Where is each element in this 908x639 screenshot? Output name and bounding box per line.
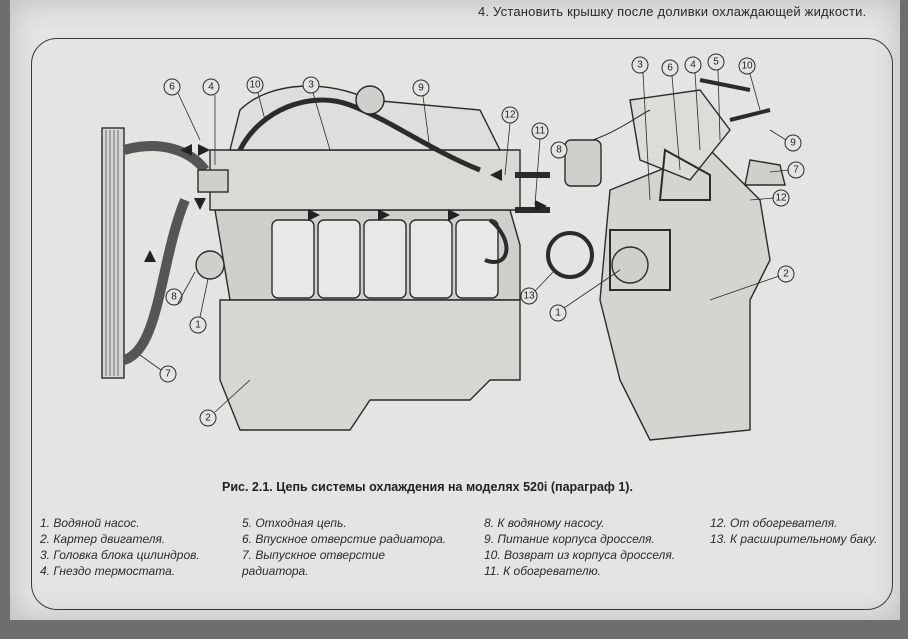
- legend-item: радиатора.: [242, 564, 309, 578]
- callout-12-right: 12: [775, 193, 787, 204]
- callout-4-right: 4: [690, 60, 696, 71]
- callout-8-left: 8: [171, 292, 177, 303]
- callout-1: 1: [195, 320, 201, 331]
- callout-13: 13: [523, 291, 535, 302]
- legend-column-4: 12. От обогревателя. 13. К расширительно…: [710, 515, 877, 547]
- callout-3: 3: [308, 80, 314, 91]
- legend-item: 7. Выпускное отверстие: [242, 548, 386, 562]
- callout-7: 7: [165, 369, 171, 380]
- callout-9: 9: [418, 83, 424, 94]
- callout-7-right: 7: [793, 165, 799, 176]
- legend-column-2: 5. Отходная цепь. 6. Впускное отверстие …: [242, 515, 446, 579]
- legend-item: 13. К расширительному баку.: [710, 532, 878, 546]
- legend-item: 2. Картер двигателя.: [40, 532, 166, 546]
- cooling-system-diagram: 6 4 10 3 9 12 11 8 8 1 7 2 3 6 4 5 10 9 …: [101, 53, 805, 441]
- expansion-tank: [564, 139, 602, 187]
- radiator: [101, 127, 125, 379]
- crankcase: [219, 299, 521, 431]
- thermostat-housing: [197, 169, 229, 193]
- legend-item: 9. Питание корпуса дросселя.: [484, 532, 655, 546]
- callout-9-right: 9: [790, 138, 796, 149]
- radiator-inlet-hose: [122, 141, 209, 174]
- legend-item: 6. Впускное отверстие радиатора.: [242, 532, 447, 546]
- callout-5: 5: [713, 57, 719, 68]
- legend-item: 12. От обогревателя.: [710, 516, 838, 530]
- callout-10-right: 10: [741, 61, 753, 72]
- callout-8: 8: [556, 145, 562, 156]
- legend-item: 11. К обогревателю.: [484, 564, 601, 578]
- callout-3-right: 3: [637, 60, 643, 71]
- legend-item: 10. Возврат из корпуса дросселя.: [484, 548, 676, 562]
- figure-frame: [31, 38, 893, 610]
- figure-caption: Рис. 2.1. Цепь системы охлаждения на мод…: [222, 480, 633, 494]
- callout-11: 11: [535, 126, 546, 137]
- cylinder-head: [209, 149, 521, 211]
- callout-4: 4: [208, 82, 214, 93]
- radiator-outlet-hose: [121, 198, 190, 365]
- throttle-body: [355, 85, 385, 115]
- legend-item: 3. Головка блока цилиндров.: [40, 548, 200, 562]
- callout-2: 2: [205, 413, 211, 424]
- callout-10: 10: [249, 80, 261, 91]
- water-pump: [195, 250, 225, 280]
- top-note: 4. Установить крышку после доливки охлаж…: [478, 4, 867, 19]
- callout-6-right: 6: [667, 63, 673, 74]
- manual-page: 4. Установить крышку после доливки охлаж…: [10, 0, 900, 620]
- legend-item: 4. Гнездо термостата.: [40, 564, 176, 578]
- legend-item: 1. Водяной насос.: [40, 516, 140, 530]
- legend-column-3: 8. К водяному насосу. 9. Питание корпуса…: [484, 515, 675, 579]
- callout-2-right: 2: [783, 269, 789, 280]
- legend-item: 8. К водяному насосу.: [484, 516, 605, 530]
- legend-column-1: 1. Водяной насос. 2. Картер двигателя. 3…: [40, 515, 200, 579]
- callout-1-right: 1: [555, 308, 561, 319]
- legend-item: 5. Отходная цепь.: [242, 516, 347, 530]
- callout-12: 12: [504, 110, 516, 121]
- callout-6: 6: [169, 82, 175, 93]
- engine-front-view: [599, 149, 771, 441]
